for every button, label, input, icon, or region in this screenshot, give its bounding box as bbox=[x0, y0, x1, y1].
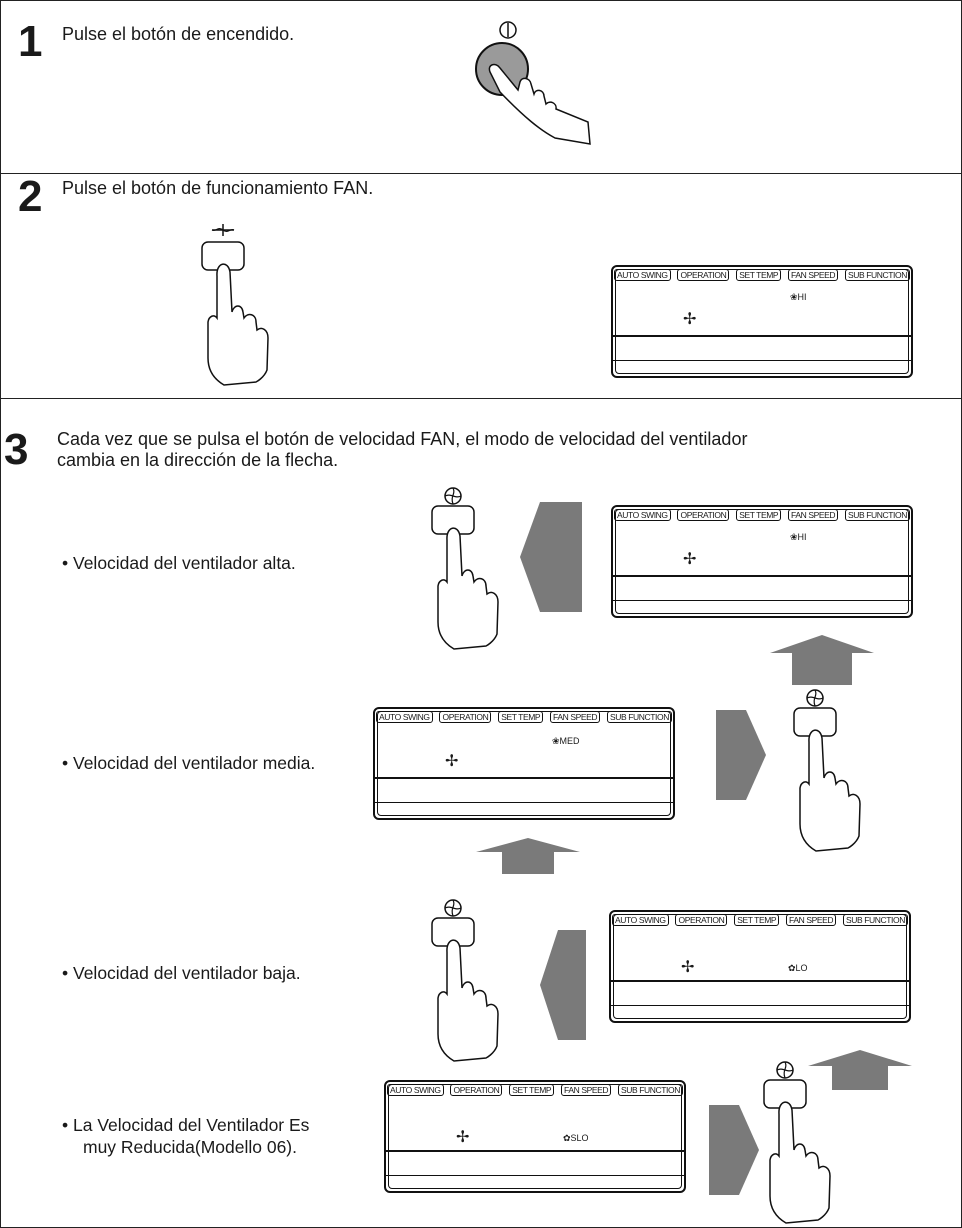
step-3-text-line1: Cada vez que se pulsa el botón de veloci… bbox=[57, 429, 748, 449]
display-tab: FAN SPEED bbox=[788, 509, 839, 521]
display-tab: OPERATION bbox=[677, 509, 730, 521]
display-tab: SET TEMP bbox=[498, 711, 544, 723]
section-divider bbox=[0, 398, 962, 399]
bullet-slow-line2: muy Reducida(Modello 06). bbox=[83, 1137, 297, 1157]
display-tab: AUTO SWING bbox=[614, 269, 671, 281]
bullet-slow-line1: • La Velocidad del Ventilador Es bbox=[62, 1115, 310, 1135]
up-arrow-icon bbox=[476, 838, 580, 874]
fan-speed-indicator: ❀HI bbox=[790, 532, 807, 542]
fan-speed-label: SLO bbox=[570, 1133, 589, 1143]
bullet-low: • Velocidad del ventilador baja. bbox=[62, 963, 301, 983]
display-tab: FAN SPEED bbox=[788, 269, 839, 281]
left-arrow-icon bbox=[520, 502, 582, 612]
display-tab: FAN SPEED bbox=[786, 914, 837, 926]
display-panel: AUTO SWING OPERATION SET TEMP FAN SPEED … bbox=[611, 265, 913, 378]
up-arrow-icon bbox=[770, 635, 874, 685]
left-arrow-icon bbox=[540, 930, 586, 1040]
display-tab: SUB FUNCTION bbox=[618, 1084, 683, 1096]
fan-mode-icon: ✢ bbox=[683, 551, 697, 568]
fan-mode-button-press-icon bbox=[201, 224, 269, 386]
bullet-high: • Velocidad del ventilador alta. bbox=[62, 553, 296, 573]
fan-mode-icon: ✢ bbox=[683, 311, 697, 328]
display-panel-slow: AUTO SWING OPERATION SET TEMP FAN SPEED … bbox=[384, 1080, 686, 1193]
fan-speed-label: LO bbox=[795, 963, 808, 973]
step-2-number: 2 bbox=[18, 172, 43, 221]
display-tab: AUTO SWING bbox=[612, 914, 669, 926]
display-tab: SET TEMP bbox=[509, 1084, 555, 1096]
display-tab: OPERATION bbox=[450, 1084, 503, 1096]
display-panel-low: AUTO SWING OPERATION SET TEMP FAN SPEED … bbox=[609, 910, 911, 1023]
display-tab: SUB FUNCTION bbox=[843, 914, 908, 926]
display-tab: AUTO SWING bbox=[376, 711, 433, 723]
step-2-text: Pulse el botón de funcionamiento FAN. bbox=[62, 178, 374, 198]
display-tab: SUB FUNCTION bbox=[845, 269, 910, 281]
display-panel-high: AUTO SWING OPERATION SET TEMP FAN SPEED … bbox=[611, 505, 913, 618]
display-tab: OPERATION bbox=[677, 269, 730, 281]
display-tab: SET TEMP bbox=[734, 914, 780, 926]
display-tab: AUTO SWING bbox=[387, 1084, 444, 1096]
display-panel-medium: AUTO SWING OPERATION SET TEMP FAN SPEED … bbox=[373, 707, 675, 820]
display-tab: SUB FUNCTION bbox=[845, 509, 910, 521]
fan-speed-indicator: ✿SLO bbox=[563, 1133, 589, 1143]
display-tab: FAN SPEED bbox=[561, 1084, 612, 1096]
up-arrow-icon bbox=[808, 1050, 912, 1090]
fan-speed-label: MED bbox=[559, 736, 580, 746]
display-tab: OPERATION bbox=[675, 914, 728, 926]
fan-speed-label: HI bbox=[797, 532, 807, 542]
display-tab: SET TEMP bbox=[736, 509, 782, 521]
fan-speed-button-press-icon bbox=[431, 487, 499, 650]
step-3-number: 3 bbox=[4, 425, 29, 474]
fan-mode-icon: ✢ bbox=[456, 1129, 470, 1146]
display-tab: SUB FUNCTION bbox=[607, 711, 672, 723]
fan-speed-button-press-icon bbox=[431, 899, 499, 1062]
fan-speed-button-press-icon bbox=[763, 1061, 831, 1224]
section-divider bbox=[0, 173, 962, 174]
display-tab: OPERATION bbox=[439, 711, 492, 723]
step-1-text: Pulse el botón de encendido. bbox=[62, 24, 295, 44]
fan-speed-indicator: ❀MED bbox=[552, 736, 580, 746]
display-tab: AUTO SWING bbox=[614, 509, 671, 521]
fan-speed-label: HI bbox=[797, 292, 807, 302]
fan-speed-indicator: ❀HI bbox=[790, 292, 807, 302]
right-arrow-icon bbox=[709, 1105, 759, 1195]
fan-mode-icon: ✢ bbox=[445, 753, 459, 770]
fan-mode-icon: ✢ bbox=[681, 959, 695, 976]
bullet-medium: • Velocidad del ventilador media. bbox=[62, 753, 316, 773]
display-tab: FAN SPEED bbox=[550, 711, 601, 723]
fan-speed-button-press-icon bbox=[793, 689, 861, 852]
power-button-press-icon bbox=[475, 21, 591, 145]
display-tab: SET TEMP bbox=[736, 269, 782, 281]
right-arrow-icon bbox=[716, 710, 766, 800]
step-1-number: 1 bbox=[18, 17, 43, 66]
step-3-text-line2: cambia en la dirección de la flecha. bbox=[57, 450, 339, 470]
fan-speed-indicator: ✿LO bbox=[788, 963, 808, 973]
